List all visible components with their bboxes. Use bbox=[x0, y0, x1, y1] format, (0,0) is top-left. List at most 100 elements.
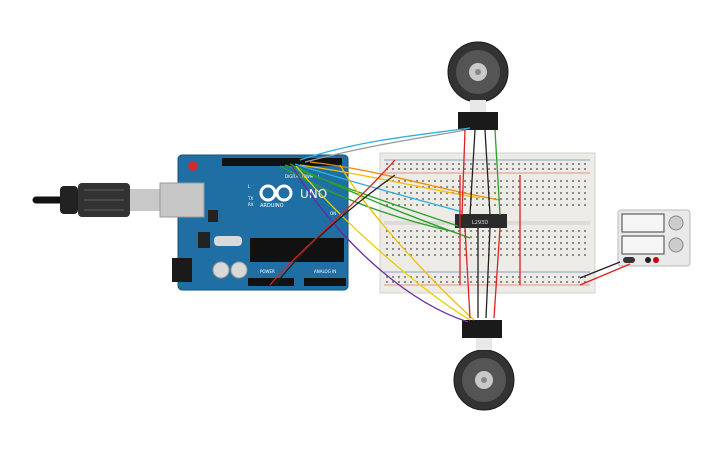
breadboard-hole[interactable] bbox=[506, 254, 508, 256]
breadboard-hole[interactable] bbox=[542, 276, 544, 278]
breadboard-hole[interactable] bbox=[434, 242, 436, 244]
breadboard-hole[interactable] bbox=[440, 281, 442, 283]
breadboard-hole[interactable] bbox=[410, 254, 412, 256]
breadboard-hole[interactable] bbox=[428, 168, 430, 170]
breadboard-hole[interactable] bbox=[578, 276, 580, 278]
breadboard-hole[interactable] bbox=[512, 230, 514, 232]
breadboard-hole[interactable] bbox=[458, 276, 460, 278]
breadboard-hole[interactable] bbox=[458, 281, 460, 283]
breadboard-hole[interactable] bbox=[440, 254, 442, 256]
breadboard-hole[interactable] bbox=[560, 276, 562, 278]
breadboard-hole[interactable] bbox=[494, 163, 496, 165]
breadboard-hole[interactable] bbox=[392, 242, 394, 244]
breadboard-hole[interactable] bbox=[470, 168, 472, 170]
breadboard-hole[interactable] bbox=[410, 236, 412, 238]
breadboard-hole[interactable] bbox=[548, 192, 550, 194]
breadboard-hole[interactable] bbox=[566, 192, 568, 194]
breadboard-hole[interactable] bbox=[536, 230, 538, 232]
breadboard-hole[interactable] bbox=[440, 198, 442, 200]
breadboard-hole[interactable] bbox=[500, 163, 502, 165]
breadboard-hole[interactable] bbox=[422, 236, 424, 238]
breadboard-hole[interactable] bbox=[578, 204, 580, 206]
breadboard-hole[interactable] bbox=[530, 192, 532, 194]
breadboard-hole[interactable] bbox=[572, 192, 574, 194]
breadboard-hole[interactable] bbox=[506, 236, 508, 238]
breadboard-hole[interactable] bbox=[554, 242, 556, 244]
breadboard-hole[interactable] bbox=[560, 163, 562, 165]
breadboard-hole[interactable] bbox=[458, 230, 460, 232]
breadboard-hole[interactable] bbox=[458, 254, 460, 256]
breadboard-hole[interactable] bbox=[434, 276, 436, 278]
breadboard-hole[interactable] bbox=[404, 198, 406, 200]
breadboard-hole[interactable] bbox=[494, 254, 496, 256]
breadboard-hole[interactable] bbox=[584, 242, 586, 244]
breadboard-hole[interactable] bbox=[482, 248, 484, 250]
breadboard-hole[interactable] bbox=[440, 242, 442, 244]
breadboard-hole[interactable] bbox=[464, 242, 466, 244]
current-knob[interactable] bbox=[668, 237, 684, 253]
breadboard-hole[interactable] bbox=[518, 281, 520, 283]
breadboard-hole[interactable] bbox=[536, 281, 538, 283]
breadboard-hole[interactable] bbox=[386, 163, 388, 165]
breadboard-hole[interactable] bbox=[452, 276, 454, 278]
breadboard-hole[interactable] bbox=[476, 198, 478, 200]
breadboard-hole[interactable] bbox=[500, 204, 502, 206]
breadboard-hole[interactable] bbox=[572, 204, 574, 206]
breadboard-hole[interactable] bbox=[410, 230, 412, 232]
breadboard-hole[interactable] bbox=[512, 198, 514, 200]
breadboard-hole[interactable] bbox=[452, 163, 454, 165]
breadboard-hole[interactable] bbox=[542, 168, 544, 170]
breadboard-hole[interactable] bbox=[404, 180, 406, 182]
breadboard-hole[interactable] bbox=[536, 242, 538, 244]
breadboard-hole[interactable] bbox=[584, 186, 586, 188]
breadboard-hole[interactable] bbox=[422, 248, 424, 250]
breadboard-hole[interactable] bbox=[446, 192, 448, 194]
breadboard-hole[interactable] bbox=[392, 248, 394, 250]
breadboard-hole[interactable] bbox=[512, 236, 514, 238]
breadboard-hole[interactable] bbox=[518, 192, 520, 194]
breadboard-hole[interactable] bbox=[584, 281, 586, 283]
breadboard-hole[interactable] bbox=[560, 281, 562, 283]
breadboard-hole[interactable] bbox=[518, 180, 520, 182]
breadboard-hole[interactable] bbox=[572, 276, 574, 278]
breadboard-hole[interactable] bbox=[398, 163, 400, 165]
breadboard-hole[interactable] bbox=[410, 281, 412, 283]
breadboard-hole[interactable] bbox=[440, 276, 442, 278]
breadboard-hole[interactable] bbox=[536, 236, 538, 238]
breadboard-hole[interactable] bbox=[392, 230, 394, 232]
breadboard-hole[interactable] bbox=[398, 168, 400, 170]
breadboard-hole[interactable] bbox=[506, 230, 508, 232]
breadboard-hole[interactable] bbox=[572, 248, 574, 250]
breadboard-hole[interactable] bbox=[542, 248, 544, 250]
breadboard-hole[interactable] bbox=[386, 186, 388, 188]
breadboard-hole[interactable] bbox=[554, 281, 556, 283]
wires[interactable] bbox=[269, 127, 631, 323]
breadboard-hole[interactable] bbox=[530, 204, 532, 206]
breadboard-hole[interactable] bbox=[392, 168, 394, 170]
breadboard-hole[interactable] bbox=[524, 236, 526, 238]
breadboard-hole[interactable] bbox=[416, 230, 418, 232]
breadboard-hole[interactable] bbox=[440, 186, 442, 188]
breadboard-hole[interactable] bbox=[428, 242, 430, 244]
breadboard-hole[interactable] bbox=[566, 180, 568, 182]
breadboard-hole[interactable] bbox=[578, 254, 580, 256]
breadboard-hole[interactable] bbox=[560, 236, 562, 238]
breadboard-hole[interactable] bbox=[500, 186, 502, 188]
breadboard-hole[interactable] bbox=[578, 168, 580, 170]
breadboard-hole[interactable] bbox=[500, 180, 502, 182]
breadboard-hole[interactable] bbox=[566, 204, 568, 206]
breadboard-hole[interactable] bbox=[428, 186, 430, 188]
breadboard-hole[interactable] bbox=[410, 242, 412, 244]
breadboard-hole[interactable] bbox=[404, 192, 406, 194]
breadboard-hole[interactable] bbox=[530, 248, 532, 250]
breadboard-hole[interactable] bbox=[422, 230, 424, 232]
breadboard-hole[interactable] bbox=[416, 186, 418, 188]
breadboard-hole[interactable] bbox=[452, 281, 454, 283]
breadboard-hole[interactable] bbox=[500, 276, 502, 278]
breadboard-hole[interactable] bbox=[518, 254, 520, 256]
l293d-driver-chip[interactable]: L293D bbox=[455, 214, 507, 228]
breadboard-hole[interactable] bbox=[416, 254, 418, 256]
breadboard-hole[interactable] bbox=[476, 281, 478, 283]
breadboard-hole[interactable] bbox=[566, 230, 568, 232]
breadboard-hole[interactable] bbox=[404, 230, 406, 232]
